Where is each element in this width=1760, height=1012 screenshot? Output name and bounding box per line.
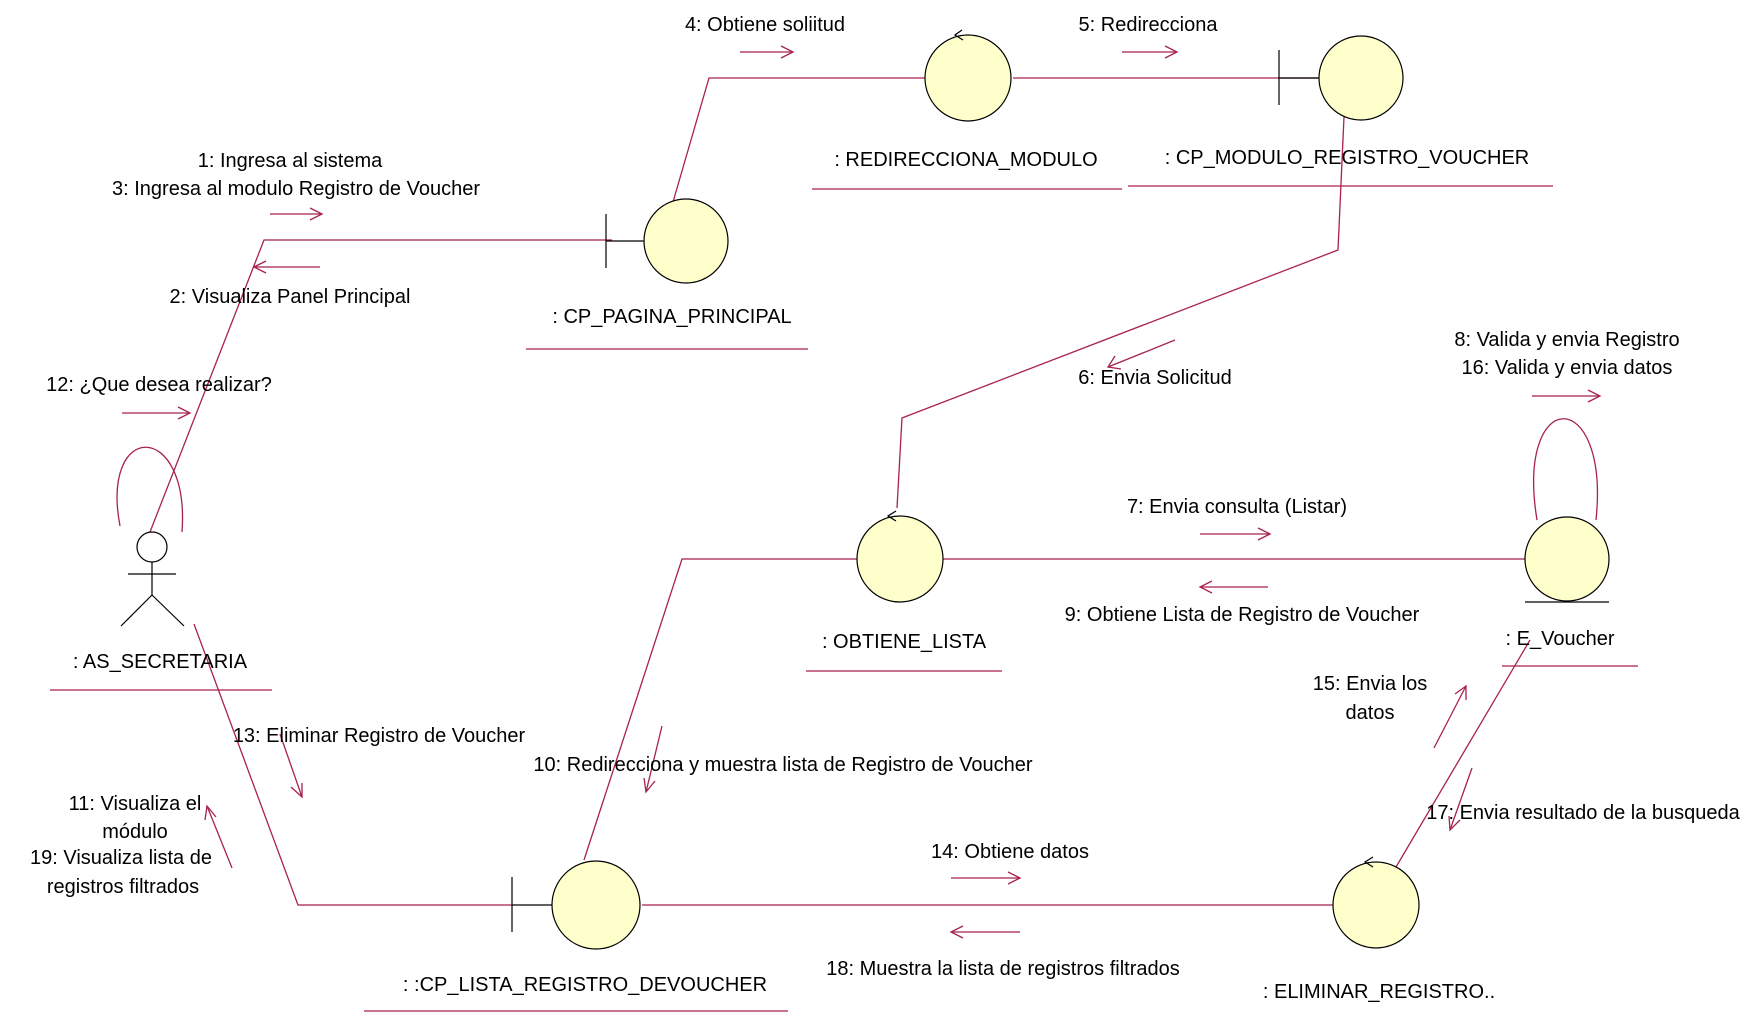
link-pagina-redirecciona: [672, 77, 925, 203]
msg-14: 14: Obtiene datos: [931, 841, 1089, 863]
msg-15b: datos: [1346, 702, 1395, 724]
msg-8: 8: Valida y envia Registro: [1454, 329, 1679, 351]
msg-11a: 11: Visualiza el: [69, 793, 202, 815]
arrow-m14: [951, 871, 1022, 885]
msg-18: 18: Muestra la lista de registros filtra…: [826, 958, 1180, 980]
msg-10: 10: Redirecciona y muestra lista de Regi…: [533, 754, 1032, 776]
arrow-m9: [1198, 580, 1268, 594]
self-link-evoucher: [1533, 418, 1598, 521]
label-secretaria: : AS_SECRETARIA: [73, 651, 248, 673]
arrow-m11-m19: [204, 804, 233, 869]
label-redirecciona-modulo: : REDIRECCIONA_MODULO: [834, 149, 1097, 171]
msg-4: 4: Obtiene soliitud: [685, 14, 845, 36]
arrow-m8-m16: [1532, 389, 1602, 403]
arrow-m12: [122, 406, 192, 420]
arrow-m18: [949, 925, 1020, 939]
msg-1: 1: Ingresa al sistema: [198, 150, 383, 172]
label-obtiene-lista: : OBTIENE_LISTA: [822, 631, 987, 653]
control-redirecciona-modulo[interactable]: [924, 29, 1012, 122]
msg-12: 12: ¿Que desea realizar?: [46, 374, 272, 396]
label-e-voucher: : E_Voucher: [1506, 628, 1615, 650]
msg-7: 7: Envia consulta (Listar): [1127, 496, 1347, 518]
arrow-m13: [279, 733, 303, 799]
msg-3: 3: Ingresa al modulo Registro de Voucher: [112, 178, 480, 200]
msg-19a: 19: Visualiza lista de: [30, 847, 212, 869]
arrow-m10: [643, 725, 663, 794]
msg-2: 2: Visualiza Panel Principal: [170, 286, 411, 308]
label-eliminar-registro: : ELIMINAR_REGISTRO..: [1263, 981, 1495, 1003]
arrow-m15: [1433, 684, 1467, 749]
msg-19b: registros filtrados: [47, 876, 199, 898]
msg-16: 16: Valida y envia datos: [1462, 357, 1673, 379]
entity-e-voucher[interactable]: [1524, 516, 1610, 603]
arrow-m7: [1200, 527, 1272, 541]
label-lista-registro: : :CP_LISTA_REGISTRO_DEVOUCHER: [403, 974, 767, 996]
link-secretaria-pagina: [149, 239, 612, 533]
link-eliminar-evoucher: [1395, 639, 1531, 868]
arrow-m5: [1122, 45, 1179, 59]
link-modulo-obtiene: [896, 116, 1345, 509]
actor-head: [136, 531, 168, 563]
link-secretaria-lista: [193, 623, 512, 906]
arrow-m4: [740, 45, 795, 59]
object-labels: : AS_SECRETARIA : CP_PAGINA_PRINCIPAL : …: [50, 147, 1638, 1012]
msg-6: 6: Envia Solicitud: [1078, 367, 1231, 389]
msg-11b: módulo: [102, 821, 168, 843]
arrow-m2: [252, 260, 320, 274]
arrow-m1-m3: [270, 207, 324, 221]
label-modulo-registro-voucher: : CP_MODULO_REGISTRO_VOUCHER: [1165, 147, 1530, 169]
boundary-modulo-registro-voucher[interactable]: [1278, 35, 1404, 121]
message-labels: 1: Ingresa al sistema 3: Ingresa al modu…: [30, 14, 1741, 980]
label-pagina-principal: : CP_PAGINA_PRINCIPAL: [552, 306, 791, 328]
self-link-secretaria: [116, 446, 184, 533]
boundary-lista-registro[interactable]: [511, 860, 641, 950]
msg-5: 5: Redirecciona: [1079, 14, 1219, 36]
link-obtiene-lista: [583, 558, 858, 861]
msg-9: 9: Obtiene Lista de Registro de Voucher: [1065, 604, 1420, 626]
links: [116, 77, 1598, 906]
arrow-m17: [1448, 767, 1473, 832]
arrow-m6: [1106, 339, 1176, 370]
msg-17: 17: Envia resultado de la busqueda: [1426, 802, 1740, 824]
msg-13: 13: Eliminar Registro de Voucher: [233, 725, 526, 747]
actor-secretaria[interactable]: [120, 531, 185, 627]
control-eliminar-registro[interactable]: [1332, 856, 1420, 949]
msg-15a: 15: Envia los: [1313, 673, 1428, 695]
boundary-pagina-principal[interactable]: [605, 198, 729, 284]
control-obtiene-lista[interactable]: [856, 510, 944, 603]
message-arrows: [122, 45, 1602, 939]
